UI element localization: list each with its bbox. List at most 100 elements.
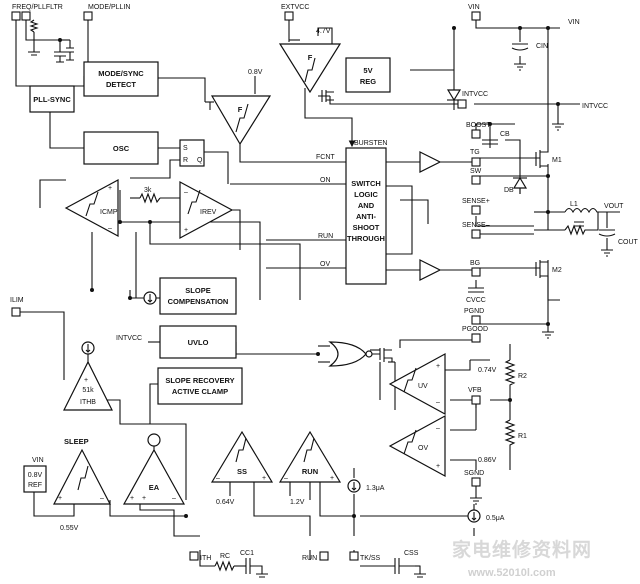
svg-text:F: F: [238, 105, 243, 114]
r3k-resistor: [139, 192, 161, 204]
svg-text:DETECT: DETECT: [106, 80, 136, 89]
pin-tg: TG: [470, 149, 481, 167]
svg-text:INTVCC: INTVCC: [462, 91, 488, 98]
tg-driver: [419, 151, 442, 173]
svg-text:–: –: [108, 225, 112, 232]
svg-text:ICMP: ICMP: [100, 209, 118, 216]
ea-amp: EA + + –: [122, 448, 186, 505]
pin-extvcc: EXTVCC: [281, 4, 309, 21]
pin-sense-minus: SENSE–: [462, 222, 490, 239]
labels: 4.7V 0.8V BURSTEN FCNT ON RUN OV 3k 0.74…: [32, 19, 639, 560]
svg-text:1.2V: 1.2V: [290, 499, 305, 506]
pll-sync-block: PLL-SYNC: [29, 85, 75, 113]
svg-text:MODE/SYNC: MODE/SYNC: [98, 69, 144, 78]
sense-resistor-cap: [564, 221, 590, 236]
svg-text:+: +: [184, 227, 188, 234]
f-amp: F: [210, 95, 272, 146]
svg-text:COMPENSATION: COMPENSATION: [168, 297, 229, 306]
svg-text:ILIM: ILIM: [10, 297, 24, 304]
pin-ith: ITH: [189, 551, 211, 562]
current-sources: [81, 291, 481, 523]
svg-text:1.3μA: 1.3μA: [366, 485, 385, 492]
svg-text:RC: RC: [220, 553, 230, 560]
svg-text:RUN: RUN: [318, 233, 333, 240]
svg-text:OSC: OSC: [113, 144, 130, 153]
m2-mosfet: [535, 260, 549, 300]
switch-logic-block: SWITCH LOGIC AND ANTI- SHOOT THROUGH: [345, 147, 387, 285]
svg-text:REG: REG: [360, 77, 376, 86]
svg-text:BOOST: BOOST: [466, 122, 491, 129]
freq-rc-network: [28, 19, 74, 63]
vin-diode: [446, 89, 462, 102]
pin-pgood: PGOOD: [462, 326, 488, 343]
svg-text:VIN: VIN: [468, 4, 480, 11]
svg-text:AND: AND: [358, 201, 375, 210]
svg-text:R: R: [183, 157, 188, 164]
svg-text:–: –: [172, 495, 176, 502]
svg-text:VOUT: VOUT: [604, 203, 624, 210]
pin-pgnd: PGND: [464, 308, 484, 325]
slope-compensation-block: SLOPE COMPENSATION: [159, 277, 237, 315]
svg-text:SW: SW: [470, 168, 482, 175]
svg-text:+: +: [330, 475, 334, 482]
svg-text:PGOOD: PGOOD: [462, 326, 488, 333]
pin-sense-plus: SENSE+: [462, 198, 490, 215]
svg-text:VIN: VIN: [568, 19, 580, 26]
pin-bg: BG: [470, 260, 481, 277]
bg-driver: [419, 259, 442, 281]
pin-intvcc: INTVCC: [457, 91, 488, 109]
svg-text:家电维修资料网: 家电维修资料网: [452, 538, 592, 561]
svg-text:–: –: [216, 475, 220, 482]
svg-text:SENSE–: SENSE–: [462, 222, 490, 229]
svg-text:0.55V: 0.55V: [60, 525, 79, 532]
run-comparator: RUN – +: [278, 430, 342, 483]
cb-capacitor: [482, 139, 498, 145]
svg-text:SWITCH: SWITCH: [351, 179, 381, 188]
cc1-capacitor: [245, 558, 268, 578]
svg-text:M1: M1: [552, 157, 562, 164]
pin-run: RUN: [302, 551, 329, 562]
svg-text:RUN: RUN: [302, 555, 317, 562]
svg-text:FCNT: FCNT: [316, 154, 335, 161]
svg-text:SENSE+: SENSE+: [462, 198, 490, 205]
svg-text:0.86V: 0.86V: [478, 457, 497, 464]
svg-text:0.8V: 0.8V: [28, 472, 43, 479]
pgnd-ground: [542, 331, 554, 339]
svg-text:ITHB: ITHB: [80, 399, 96, 406]
svg-text:COUT: COUT: [618, 239, 639, 246]
svg-text:+: +: [436, 463, 440, 470]
slope-recovery-block: SLOPE RECOVERY ACTIVE CLAMP: [157, 367, 243, 405]
sr-latch: S R Q: [179, 139, 205, 167]
svg-text:M2: M2: [552, 267, 562, 274]
svg-text:4.7V: 4.7V: [316, 28, 331, 35]
svg-text:+: +: [142, 495, 146, 502]
icmp-comparator: ICMP + –: [64, 178, 119, 238]
svg-text:SS: SS: [237, 467, 247, 476]
rc-resistor: [214, 560, 235, 572]
svg-text:0.64V: 0.64V: [216, 499, 235, 506]
svg-text:SGND: SGND: [464, 470, 484, 477]
pin-vin: VIN: [468, 4, 481, 21]
sgnd-ground: [470, 497, 482, 505]
svg-text:+: +: [262, 475, 266, 482]
svg-text:OV: OV: [418, 445, 428, 452]
svg-text:EXTVCC: EXTVCC: [281, 4, 309, 11]
ss-comparator: SS – +: [210, 430, 274, 483]
svg-text:CSS: CSS: [404, 550, 419, 557]
osc-block: OSC: [83, 131, 159, 165]
svg-text:5V: 5V: [363, 66, 372, 75]
svg-text:+: +: [130, 495, 134, 502]
intvcc-ground: [552, 118, 564, 131]
svg-text:+: +: [58, 495, 62, 502]
svg-text:0.8V: 0.8V: [248, 69, 263, 76]
r1-resistor: [504, 419, 516, 448]
svg-text:SHOOT: SHOOT: [353, 223, 380, 232]
svg-text:UVLO: UVLO: [188, 338, 209, 347]
extvcc-switch-mosfet: [318, 90, 334, 102]
svg-text:–: –: [436, 425, 440, 432]
l1-inductor: [564, 207, 600, 214]
5v-reg-block: 5V REG: [345, 57, 391, 93]
svg-text:PGND: PGND: [464, 308, 484, 315]
svg-text:–: –: [184, 189, 188, 196]
cout-capacitor: [598, 229, 616, 257]
